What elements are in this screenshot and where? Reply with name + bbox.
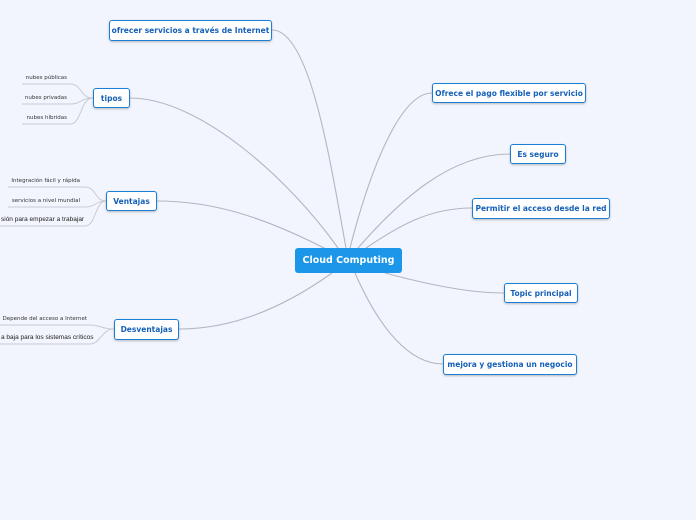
subtopic-nubes-privadas[interactable]: nubes privadas [24,95,67,101]
topic-desventajas[interactable]: Desventajas [114,319,179,340]
topic-tipos[interactable]: tipos [93,88,130,108]
topic-pago-flexible[interactable]: Ofrece el pago flexible por servicio [432,83,586,103]
central-topic[interactable]: Cloud Computing [295,248,402,273]
topic-es-seguro[interactable]: Es seguro [510,144,566,164]
subtopic-nubes-hibridas[interactable]: nubes híbridas [26,115,67,121]
subtopic-sistemas-criticos[interactable]: a baja para los sistemas críticos [1,334,94,341]
topic-ofrecer-servicios[interactable]: ofrecer servicios a través de Internet [109,20,272,41]
topic-mejora-negocio[interactable]: mejora y gestiona un negocio [443,354,577,375]
topic-permitir-acceso[interactable]: Permitir el acceso desde la red [472,198,610,219]
subtopic-servicios-mundial[interactable]: servicios a nivel mundial [11,198,80,204]
topic-principal[interactable]: Topic principal [504,283,578,303]
subtopic-integracion[interactable]: Integración fácil y rápida [11,178,80,184]
subtopic-depende-internet[interactable]: Depende del acceso a Internet [2,316,88,322]
subtopic-nubes-publicas[interactable]: nubes públicas [25,75,67,81]
topic-ventajas[interactable]: Ventajas [106,191,157,211]
subtopic-empezar-trabajar[interactable]: sión para empezar a trabajar [1,216,85,223]
